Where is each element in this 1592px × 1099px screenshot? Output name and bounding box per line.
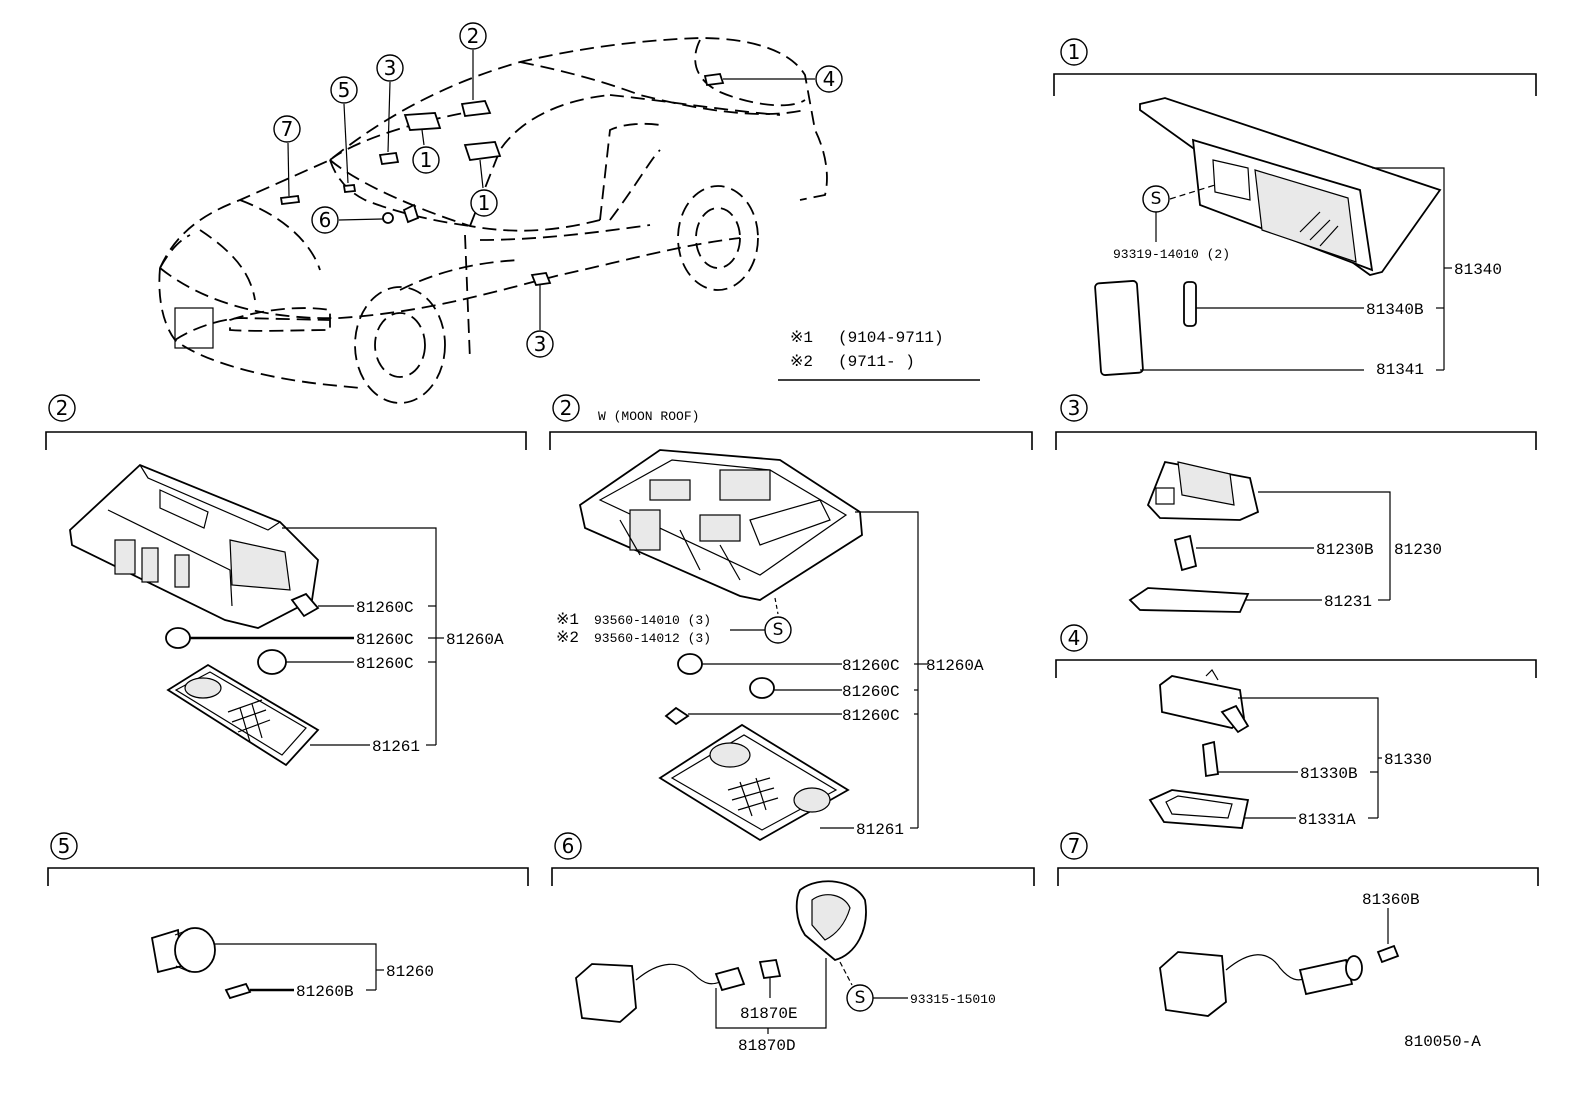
p2b-bulb-b: 81260C: [842, 683, 900, 701]
p2-bulb-b: 81260C: [356, 631, 414, 649]
p5-assembly: 81260: [386, 963, 434, 981]
p2-lens: 81261: [372, 738, 420, 756]
svg-text:5: 5: [58, 834, 71, 858]
p5-bulb: 81260B: [296, 983, 354, 1001]
callout-7: 7: [273, 115, 301, 143]
svg-text:7: 7: [281, 117, 294, 141]
panel-2b-map-lamp-moon-roof: 2 W (MOON ROOF) S ※1 93560-14010 (3) ※2 …: [549, 394, 1033, 842]
p7-bulb: 81360B: [1362, 891, 1420, 909]
svg-text:1: 1: [478, 191, 491, 215]
legend-row2-text: (9711- ): [838, 353, 915, 371]
svg-text:4: 4: [1068, 626, 1081, 650]
p1-lens-number: 81341: [1376, 361, 1424, 379]
p1-bulb-number: 81340B: [1366, 301, 1424, 319]
svg-text:1: 1: [420, 148, 433, 172]
panel-6-foot-lamp: 6 S 93315-15010 81870E 81870D: [551, 832, 1035, 1055]
svg-text:3: 3: [1068, 396, 1081, 420]
svg-text:3: 3: [384, 56, 397, 80]
svg-text:2: 2: [56, 396, 69, 420]
panel-3-marker: 3: [1060, 394, 1088, 422]
panel-1-marker: 1: [1060, 38, 1088, 66]
p2b-bulb-a: 81260C: [842, 657, 900, 675]
panel-4-marker: 4: [1060, 624, 1088, 652]
p6-screw-marker: S: [846, 984, 874, 1012]
svg-text:4: 4: [823, 67, 836, 91]
p3-assembly: 81230: [1394, 541, 1442, 559]
date-legend: ※1 (9104-9711) ※2 (9711- ): [778, 329, 980, 381]
svg-text:S: S: [773, 620, 784, 640]
p1-screw-marker: S: [1142, 185, 1170, 213]
callout-6: 6: [311, 206, 339, 234]
p3-bulb: 81230B: [1316, 541, 1374, 559]
callout-5: 5: [330, 76, 358, 104]
svg-text:S: S: [855, 988, 866, 1008]
svg-text:7: 7: [1068, 834, 1081, 858]
svg-text:S: S: [1151, 189, 1162, 209]
svg-text:2: 2: [560, 396, 573, 420]
svg-text:5: 5: [338, 78, 351, 102]
p6-bulb: 81870E: [740, 1005, 798, 1023]
callout-3-door: 3: [526, 330, 554, 358]
panel-2b-marker: 2: [552, 394, 580, 422]
panel-5-ignition-key-light: 5 81260 81260B: [47, 832, 529, 1001]
callout-2-top: 2: [459, 22, 487, 50]
p2-assembly: 81260A: [446, 631, 504, 649]
car-overview: 2 3 5 7 6 1 1 4 3: [158, 22, 843, 404]
p6-screw-part: 93315-15010: [910, 992, 996, 1007]
panel-6-marker: 6: [554, 832, 582, 860]
svg-text:6: 6: [319, 208, 332, 232]
panel-4-luggage-lamp: 4 81330 81330B 81331A: [1055, 624, 1537, 829]
p2b-assembly: 81260A: [926, 657, 984, 675]
svg-text:2: 2: [467, 24, 480, 48]
panel-2-map-lamp: 2 81260C 81260C 81260A 81260C 81261: [45, 394, 527, 767]
p6-assembly: 81870D: [738, 1037, 796, 1055]
p4-assembly: 81330: [1384, 751, 1432, 769]
svg-text:1: 1: [1068, 40, 1081, 64]
p3-lens: 81231: [1324, 593, 1372, 611]
p2b-screw-marker: S: [764, 616, 792, 644]
p2b-screw1-part: 93560-14010 (3): [594, 613, 711, 628]
panel-5-marker: 5: [50, 832, 78, 860]
figure-code: 810050-A: [1404, 1033, 1481, 1051]
p4-bulb: 81330B: [1300, 765, 1358, 783]
p2b-screw1-mark: ※1: [556, 611, 579, 629]
p4-lens: 81331A: [1298, 811, 1356, 829]
callout-3-top: 3: [376, 54, 404, 82]
p1-screw-part: 93319-14010 (2): [1113, 247, 1230, 262]
legend-row2-mark: ※2: [790, 353, 813, 371]
callout-1-left: 1: [412, 146, 440, 174]
panel-1-vanity-lamp: 1 S 93319-14010 (2) 81340 81340B 81341: [1053, 38, 1537, 379]
p2b-bulb-c: 81260C: [842, 707, 900, 725]
p2b-lens: 81261: [856, 821, 904, 839]
p2b-screw2-mark: ※2: [556, 629, 579, 647]
p2-bulb-a: 81260C: [356, 599, 414, 617]
legend-row1-text: (9104-9711): [838, 329, 944, 347]
p2b-subtitle: W (MOON ROOF): [598, 409, 699, 424]
panel-7-glove-box-lamp: 7 81360B: [1057, 832, 1539, 1017]
callout-4: 4: [815, 65, 843, 93]
svg-text:6: 6: [562, 834, 575, 858]
panel-2-marker: 2: [48, 394, 76, 422]
panel-7-marker: 7: [1060, 832, 1088, 860]
panel-3-courtesy-lamp: 3 81230B 81230 81231: [1055, 394, 1537, 613]
svg-text:3: 3: [534, 332, 547, 356]
p2-bulb-c: 81260C: [356, 655, 414, 673]
p2b-screw2-part: 93560-14012 (3): [594, 631, 711, 646]
legend-row1-mark: ※1: [790, 329, 813, 347]
callout-1-right: 1: [470, 189, 498, 217]
p1-assembly-number: 81340: [1454, 261, 1502, 279]
